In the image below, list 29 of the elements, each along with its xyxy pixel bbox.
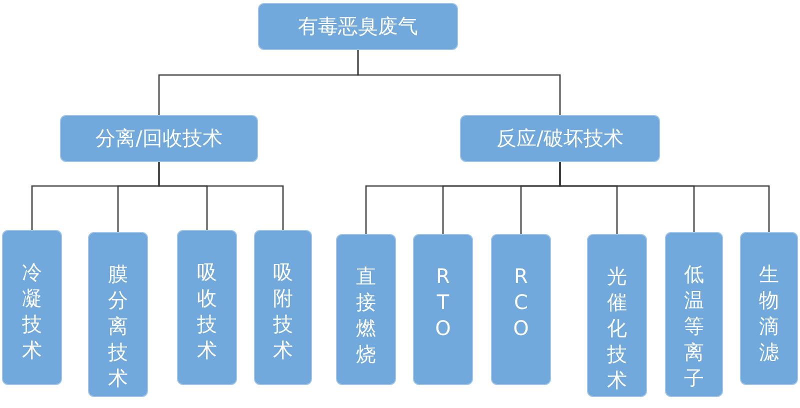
category-box [460, 115, 660, 162]
node-label: 直接燃烧 [356, 263, 376, 367]
technique-box [413, 234, 473, 385]
node-label: 生物滴滤 [759, 261, 779, 365]
node-label: 吸附技术 [273, 259, 293, 363]
node-label: RCO [512, 263, 530, 341]
node-label: 冷凝技术 [22, 259, 42, 363]
category-box [258, 3, 458, 50]
node-label: 有毒恶臭废气 [298, 13, 418, 40]
connector-line [158, 162, 284, 230]
connector-line [357, 50, 561, 115]
node-label: 光催化技术 [607, 263, 627, 393]
connector-line [559, 162, 770, 232]
node-label: RTO [434, 263, 452, 341]
node-label: 吸收技术 [197, 259, 217, 363]
node-label: 分离/回收技术 [96, 125, 222, 152]
technique-box [336, 234, 396, 385]
technique-box [587, 234, 647, 397]
node-label: 膜分离技术 [108, 261, 128, 391]
technique-box [2, 230, 62, 385]
node-label: 低温等离子 [684, 261, 704, 391]
technique-box [177, 230, 237, 385]
technique-box [665, 232, 723, 397]
category-box [60, 115, 258, 162]
technique-box [491, 234, 551, 385]
technique-box [740, 232, 798, 385]
node-label: 反应/破坏技术 [496, 125, 624, 152]
technique-box [254, 230, 312, 385]
technique-box [88, 232, 148, 397]
